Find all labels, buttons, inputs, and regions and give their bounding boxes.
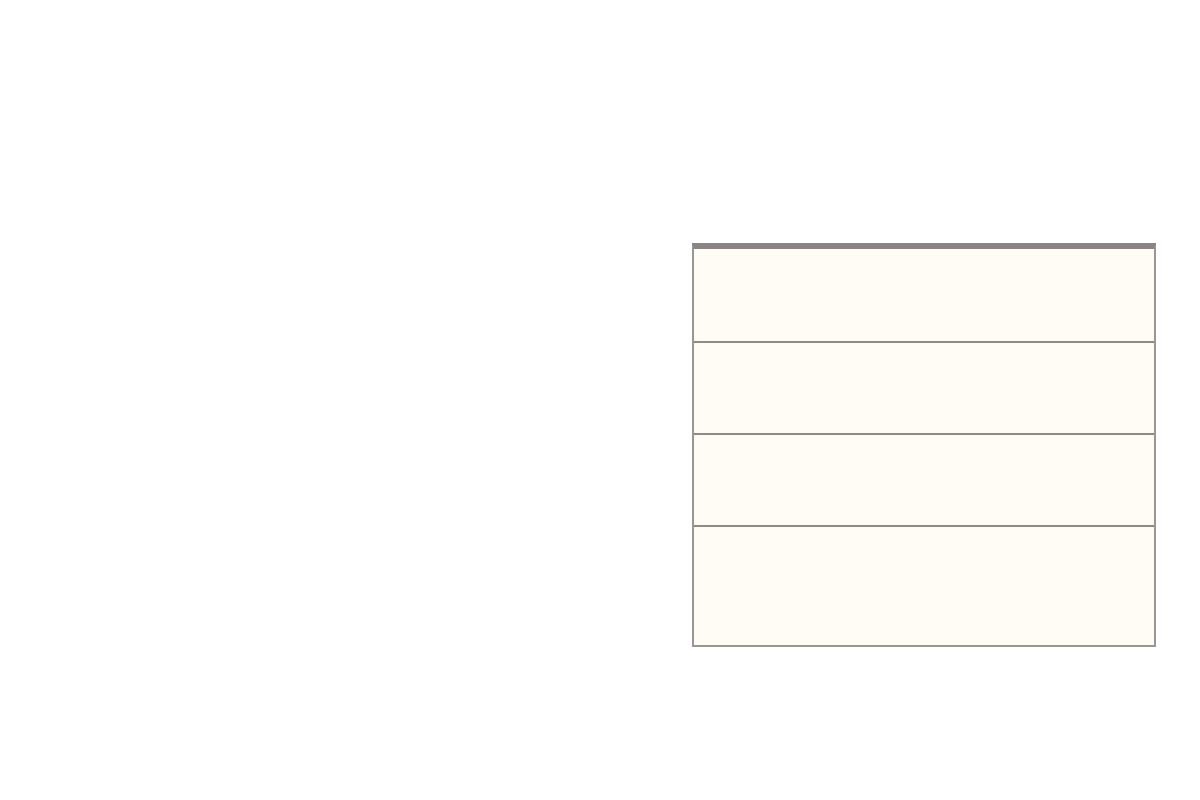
list-row[interactable] [694,343,1154,435]
empty-list-panel [692,243,1156,647]
list-row[interactable] [694,249,1154,343]
list-row[interactable] [694,527,1154,641]
list-row[interactable] [694,435,1154,527]
